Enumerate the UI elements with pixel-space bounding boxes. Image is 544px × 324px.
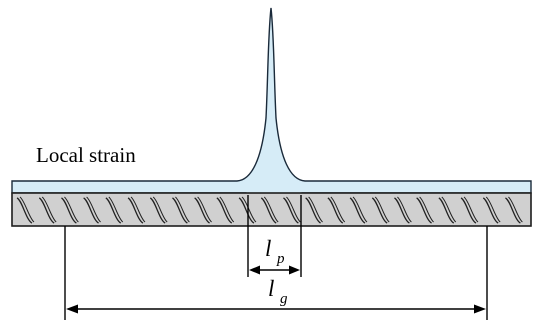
bar-rib — [238, 197, 255, 224]
bar-rib — [194, 197, 211, 224]
bar-rib-shadow — [175, 196, 190, 223]
bar-outline — [11, 192, 532, 227]
bar-rib — [60, 197, 77, 224]
lp-dimension: l p — [247, 195, 302, 277]
bar-rib-shadow — [352, 196, 368, 223]
bar-rib-shadow — [308, 196, 323, 223]
bar-rib — [482, 197, 499, 224]
bar-rib-shadow — [86, 196, 101, 223]
reinforcing-bar — [11, 192, 532, 227]
bar-rib-shadow — [419, 196, 434, 223]
bar-rib — [260, 197, 277, 224]
bar-rib — [282, 197, 299, 224]
lg-subscript: g — [280, 291, 288, 307]
lg-arrow-right-icon — [474, 304, 486, 314]
bar-rib-shadow — [286, 196, 301, 223]
bar-rib-shadow — [485, 196, 501, 223]
bar-rib-shadow — [152, 196, 168, 223]
bar-rib — [393, 197, 410, 224]
bar-rib-shadow — [508, 196, 523, 223]
lp-arrow-left-icon — [249, 265, 260, 275]
lp-label: l — [265, 236, 271, 261]
bar-rib-shadow — [19, 196, 35, 223]
bar-rib — [149, 197, 166, 224]
bar-rib-shadow — [64, 196, 79, 223]
bar-rib-shadow — [130, 196, 146, 223]
bar-rib-shadow — [374, 196, 390, 223]
bar-rib — [438, 197, 455, 224]
bar-ribs — [16, 196, 523, 224]
lp-subscript: p — [276, 251, 285, 267]
lg-arrow-left-icon — [66, 304, 78, 314]
local-strain-label: Local strain — [36, 143, 136, 167]
bar-rib-shadow — [463, 196, 479, 223]
bar-rib — [105, 197, 122, 224]
bar-rib — [504, 197, 521, 224]
bar-rib-shadow — [263, 196, 279, 223]
bar-rib — [83, 197, 100, 224]
bar-rib-shadow — [441, 196, 457, 223]
lp-arrow-right-icon — [289, 265, 300, 275]
bar-rib-shadow — [397, 196, 412, 223]
bar-rib — [127, 197, 144, 224]
bar-rib — [16, 197, 33, 224]
bar-rib-shadow — [241, 196, 257, 223]
bar-rib-shadow — [330, 196, 346, 223]
bar-rib-shadow — [219, 196, 235, 223]
local-strain-region — [11, 7, 532, 207]
bar-rib — [305, 197, 322, 224]
bar-rib-shadow — [108, 196, 124, 223]
bar-rib-shadow — [41, 196, 57, 223]
bar-rib — [216, 197, 233, 224]
bar-rib-shadow — [197, 196, 212, 223]
bar-rib — [349, 197, 366, 224]
bar-rib — [416, 197, 433, 224]
bar-rib — [327, 197, 344, 224]
bar-rib — [371, 197, 388, 224]
bar-rib — [171, 197, 188, 224]
bar-rib — [38, 197, 55, 224]
lg-dimension: l g — [64, 226, 488, 320]
bar-rib — [460, 197, 477, 224]
lg-label: l — [268, 276, 274, 301]
